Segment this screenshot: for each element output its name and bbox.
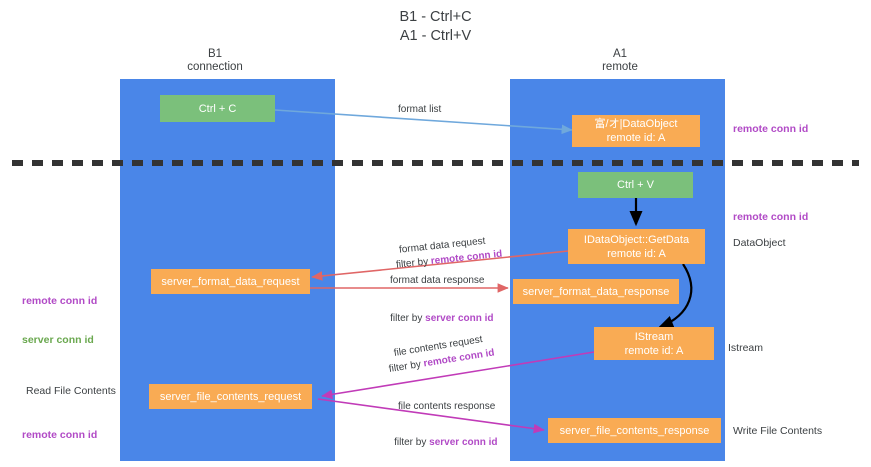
node-server-format-data-request[interactable]: server_format_data_request (151, 269, 310, 294)
edge-label-format-data-response: format data response (390, 275, 485, 286)
node-server-file-contents-response[interactable]: server_file_contents_response (548, 418, 721, 443)
node-ctrl-c[interactable]: Ctrl + C (160, 95, 275, 122)
page-title: B1 - Ctrl+C A1 - Ctrl+V (399, 9, 472, 44)
node-idataobject-getdata[interactable]: IDataObject::GetData remote id: A (568, 229, 705, 264)
filter-key-server-conn-id: server conn id (425, 313, 494, 324)
annotation-istream: Istream (728, 342, 764, 354)
edge-label-format-list: format list (398, 104, 442, 115)
node-ctrl-v[interactable]: Ctrl + V (578, 172, 693, 198)
filter-prefix: filter by (388, 358, 425, 375)
annotation-left-remote-conn-id-2: remote conn id (22, 429, 98, 441)
column-header-b1: B1 connection (187, 48, 243, 73)
annotation-left-conn-ids-2: remote conn id server conn id (22, 403, 97, 467)
node-server-file-contents-request[interactable]: server_file_contents_request (149, 384, 312, 409)
annotation-remote-conn-id-top: remote conn id (733, 123, 809, 135)
edge-label-file-contents-response-filter: filter by server conn id (383, 423, 498, 462)
annotation-left-remote-conn-id: remote conn id (22, 295, 98, 307)
filter-prefix: filter by (395, 256, 432, 271)
filter-prefix: filter by (394, 437, 430, 448)
annotation-read-file-contents: Read File Contents (26, 385, 116, 397)
node-idataobject-remote[interactable]: 富/オ|DataObject remote id: A (572, 115, 700, 147)
filter-key-remote-conn-id: remote conn id (430, 248, 503, 268)
node-server-format-data-response[interactable]: server_format_data_response (513, 279, 679, 304)
edge-label-file-contents-response: file contents response (398, 401, 496, 412)
annotation-left-server-conn-id: server conn id (22, 334, 94, 346)
annotation-write-file-contents: Write File Contents (733, 425, 823, 437)
node-istream[interactable]: IStream remote id: A (594, 327, 714, 360)
annotation-remote-conn-id-mid: remote conn id (733, 211, 809, 223)
filter-key-remote-conn-id: remote conn id (422, 347, 496, 370)
column-header-a1: A1 remote (602, 48, 638, 73)
annotation-left-conn-ids: remote conn id server conn id (22, 269, 97, 373)
filter-prefix: filter by (390, 313, 426, 324)
annotation-dataobject: DataObject (733, 237, 786, 249)
filter-key-server-conn-id: server conn id (429, 437, 498, 448)
edge-label-format-data-response-filter: filter by server conn id (379, 299, 494, 338)
